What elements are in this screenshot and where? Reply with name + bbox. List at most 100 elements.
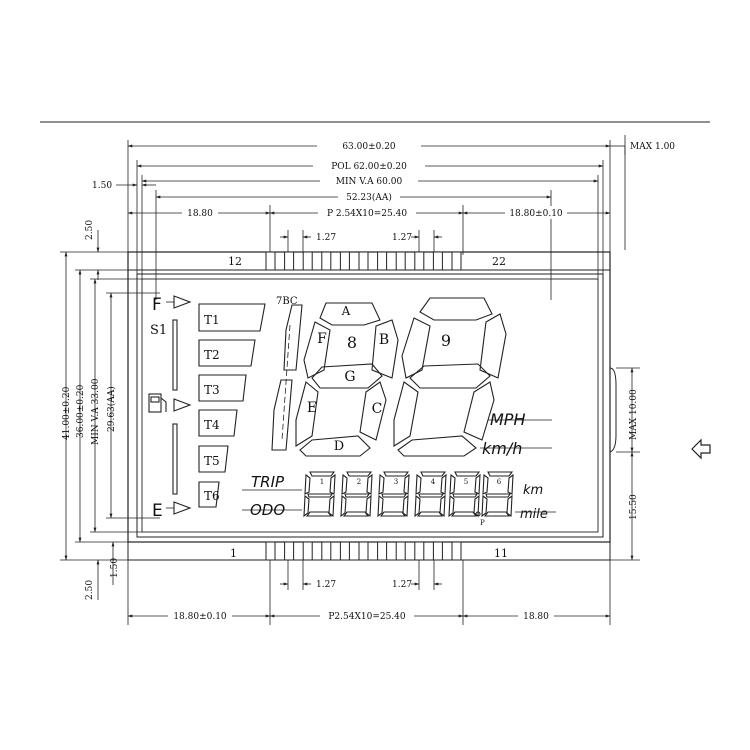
digit-8-label: 8: [347, 333, 357, 352]
dim-pin-right-top: 18.80±0.10: [509, 209, 563, 219]
seg-c-label: C: [372, 401, 383, 417]
odo-digit-label-2: 2: [357, 478, 361, 486]
digit2-seg-b: [371, 319, 399, 379]
odo-digit-6-segment-6: [506, 494, 513, 518]
bar-t5: [198, 445, 229, 473]
pin-label-12: 12: [228, 255, 242, 268]
dim-overall-height: 41.00±0.20: [62, 386, 72, 440]
pin-labels: 12 22 1 11: [228, 255, 508, 560]
right-dimension-labels: MAX 10.00 15.50: [629, 389, 639, 520]
pin-bottom-11: [451, 541, 462, 561]
dim-pin-pitch-top: P 2.54X10=25.40: [327, 209, 407, 219]
digit3-seg-g: [409, 363, 491, 389]
dim-min-va-width: MIN V.A 60.00: [336, 177, 403, 187]
left-dimensions: [60, 230, 160, 600]
s1-label: S1: [150, 323, 167, 338]
odo-digit-4-segment-5: [414, 494, 421, 518]
odo-digit-5-segment-3: [474, 473, 481, 495]
odo-digit-3-segment-1: [383, 471, 410, 477]
seg-a-label: A: [341, 304, 351, 318]
dim-tail-offset: 15.50: [629, 494, 639, 520]
pins-bottom: [265, 541, 462, 561]
dim-offset-left: 1.50: [92, 181, 112, 191]
bar-t4-label: T4: [204, 418, 220, 432]
pin-top-6: [358, 251, 369, 271]
odo-digit-6-segment-7: [483, 511, 511, 517]
odo-digit-label-6: 6: [497, 478, 502, 486]
mouse-pointer-icon: [691, 438, 711, 460]
pin-bottom-4: [321, 541, 332, 561]
seg-g-label: G: [344, 369, 355, 385]
pin-top-7: [377, 251, 388, 271]
odo-digit-2-segment-2: [341, 473, 348, 495]
odo-digit-5-segment-7: [450, 511, 478, 517]
odo-digit-1-segment-6: [328, 494, 335, 518]
bar-t1: [198, 303, 266, 332]
pin-top-10: [432, 251, 443, 271]
dim-min-va-height: MIN V.A 33.00: [91, 378, 101, 445]
dim-pin-left-top: 18.80: [187, 209, 213, 219]
pin-bottom-3: [302, 541, 313, 561]
fuel-empty-label: E: [152, 501, 163, 521]
digit2-seg-c: [359, 381, 387, 441]
odo-digit-2-segment-5: [340, 494, 347, 518]
dim-pol-width: POL 62.00±0.20: [331, 162, 407, 172]
odometer-digit-labels: 1 2 3 4 5 6: [320, 478, 502, 486]
digit2-seg-a: [319, 302, 381, 326]
pin-bottom-10: [432, 541, 443, 561]
bar-t4: [198, 409, 238, 437]
odo-digit-1-segment-3: [329, 473, 336, 495]
odo-digit-6-segment-3: [507, 473, 514, 495]
digit2-seg-e: [295, 381, 319, 447]
pin-bottom-2: [284, 541, 295, 561]
odo-digit-label-5: 5: [464, 478, 468, 486]
right-dimensions: [610, 146, 640, 561]
dim-pin-pitch-bottom: P2.54X10=25.40: [328, 612, 406, 622]
dim-pin-width-top-b: 1.27: [392, 233, 412, 243]
odo-digit-3-segment-6: [402, 494, 409, 518]
fuel-pump-icon: [148, 393, 167, 413]
odo-digit-3-segment-2: [378, 473, 385, 495]
odo-digit-label-4: 4: [431, 478, 436, 486]
odo-digit-5-segment-1: [454, 471, 481, 477]
odo-digit-6-segment-5: [481, 494, 488, 518]
odo-digit-6-segment-1: [487, 471, 514, 477]
mile-label: mile: [520, 507, 548, 522]
dim-max-thickness: MAX 1.00: [630, 142, 675, 152]
trip-label: TRIP: [251, 473, 285, 491]
pin-top-4: [321, 251, 332, 271]
pin-top-9: [414, 251, 425, 271]
bar-t3-label: T3: [204, 383, 220, 397]
pin-bottom-5: [339, 541, 350, 561]
seg-b-label: B: [379, 332, 389, 348]
odo-digit-6-segment-2: [482, 473, 489, 495]
fuel-gauge: F S1 E: [148, 295, 192, 521]
units: MPH km/h TRIP ODO km mile P: [242, 410, 556, 527]
pin-top-1: [265, 251, 276, 271]
bar-t1-label: T1: [204, 313, 220, 327]
module-outline: [127, 251, 617, 561]
pin-bottom-6: [358, 541, 369, 561]
dim-aa-height: 29.63(AA): [106, 386, 117, 432]
fuel-full-label: F: [152, 295, 162, 315]
odo-digit-1-segment-5: [303, 494, 310, 518]
odo-digit-5-segment-5: [448, 494, 455, 518]
dim-pin-width-bottom-b: 1.27: [392, 580, 412, 590]
pins-top: [265, 251, 462, 271]
bar-t6-label: T6: [204, 489, 220, 503]
top-dimension-labels: 63.00±0.20 MAX 1.00 POL 62.00±0.20 MIN V…: [92, 139, 675, 243]
odo-digit-3-segment-5: [377, 494, 384, 518]
digit3-seg-d: [397, 435, 477, 457]
fuel-bar-upper: [172, 319, 178, 391]
digit2-seg-d: [299, 435, 371, 457]
fuel-full-arrow-icon: [173, 295, 192, 309]
left-dimension-labels: 41.00±0.20 36.00±0.20 MIN V.A 33.00 29.6…: [62, 220, 120, 600]
odo-digit-6-segment-4: [485, 493, 512, 498]
dim-max-tail: MAX 10.00: [629, 389, 639, 440]
km-label: km: [523, 483, 543, 498]
dim-bottom-offset: 1.50: [110, 558, 120, 578]
odo-digit-label-1: 1: [320, 478, 324, 486]
pin-top-8: [395, 251, 406, 271]
bar-t6: [198, 481, 220, 508]
